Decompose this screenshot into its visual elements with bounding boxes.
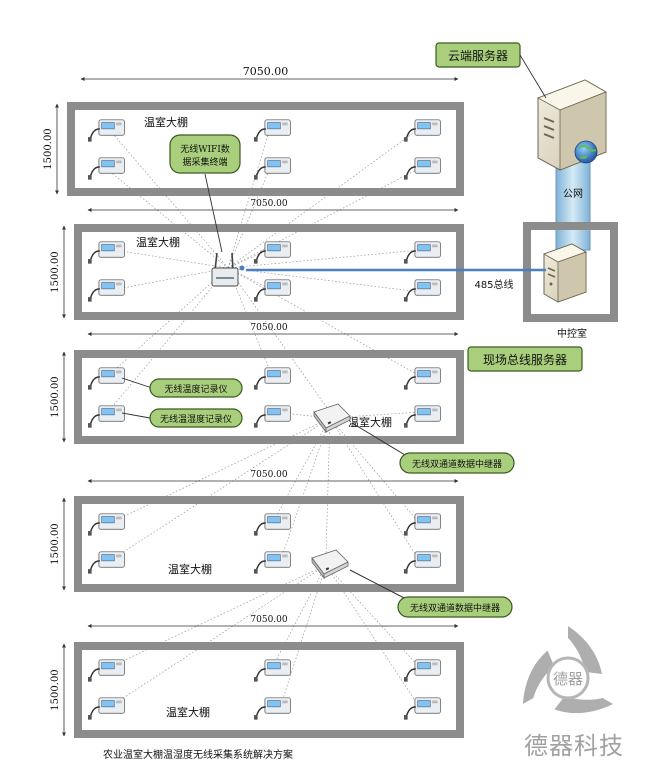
temp-humidity-sensor-icon <box>404 659 442 682</box>
temp-humidity-sensor-icon <box>254 367 292 390</box>
site-server-callout: 现场总线服务器 <box>467 346 583 372</box>
temp-humidity-sensor-icon <box>88 241 126 264</box>
public-network-pipe <box>555 159 591 251</box>
temp-humidity-sensor-icon <box>254 513 292 536</box>
greenhouse-wall <box>74 642 464 738</box>
repeater-callout-1: 无线双通道数据中继器 <box>351 422 515 474</box>
width-dimension-label: 7050.00 <box>243 65 289 78</box>
temp-humidity-sensor-icon <box>404 279 442 302</box>
temp-humidity-sensor-icon <box>404 405 442 428</box>
temp-humidity-sensor-icon <box>254 659 292 682</box>
control-room-label: 中控室 <box>557 327 587 340</box>
brand-logo-mark: 德器 <box>522 626 614 714</box>
globe-icon <box>574 140 598 164</box>
svg-text:德器: 德器 <box>553 670 583 688</box>
temp-humidity-sensor-icon <box>88 697 126 720</box>
temp-humidity-recorder-callout: 无线温湿度记录仪 <box>121 408 243 428</box>
rs485-bus-label: 485总线 <box>474 278 513 291</box>
temp-humidity-sensor-icon <box>88 551 126 574</box>
svg-text:无线温湿度记录仪: 无线温湿度记录仪 <box>160 413 232 425</box>
temp-humidity-sensor-icon <box>88 659 126 682</box>
greenhouse-name: 温室大棚 <box>348 415 392 429</box>
svg-text:无线温度记录仪: 无线温度记录仪 <box>164 383 227 395</box>
repeater-icon <box>311 549 349 579</box>
wifi-terminal-label-line1: 无线WIFI数 <box>180 143 230 155</box>
greenhouse: 7050.00 1500.00 温室大棚 <box>50 470 464 592</box>
height-dimension-label: 1500.00 <box>50 669 61 710</box>
temp-humidity-sensor-icon <box>88 367 126 390</box>
temp-humidity-sensor-icon <box>404 551 442 574</box>
cloud-server-icon <box>537 79 607 171</box>
repeater-icon <box>313 403 351 433</box>
greenhouse-wall <box>67 102 464 196</box>
brand-name: 德器科技 <box>524 732 624 760</box>
width-dimension-label: 7050.00 <box>250 199 287 209</box>
wifi-terminal-label-line2: 据采集终端 <box>182 156 227 168</box>
temp-humidity-sensor-icon <box>254 697 292 720</box>
wifi-terminal-callout: 无线WIFI数 据采集终端 <box>169 134 241 253</box>
temp-humidity-sensor-icon <box>404 697 442 720</box>
greenhouse-name: 温室大棚 <box>168 562 212 576</box>
temp-humidity-sensor-icon <box>404 119 442 142</box>
temp-humidity-sensor-icon <box>254 157 292 180</box>
diagram-caption: 农业温室大棚温湿度无线采集系统解决方案 <box>103 748 293 761</box>
repeater-callout-2: 无线双通道数据中继器 <box>349 569 513 618</box>
temp-humidity-sensor-icon <box>254 551 292 574</box>
temp-humidity-sensor-icon <box>254 241 292 264</box>
greenhouse-name: 温室大棚 <box>144 115 188 129</box>
greenhouse: 7050.00 1500.00 温室大棚 <box>50 615 464 738</box>
width-dimension-label: 7050.00 <box>250 615 287 625</box>
temp-recorder-callout: 无线温度记录仪 <box>121 377 243 398</box>
public-network-label: 公网 <box>563 188 583 200</box>
temp-humidity-sensor-icon <box>88 405 126 428</box>
site-server-icon <box>543 243 587 303</box>
temp-humidity-sensor-icon <box>88 279 126 302</box>
svg-text:云端服务器: 云端服务器 <box>448 48 508 63</box>
temp-humidity-sensor-icon <box>88 119 126 142</box>
height-dimension-label: 1500.00 <box>50 251 61 292</box>
svg-text:无线双通道数据中继器: 无线双通道数据中继器 <box>410 602 500 614</box>
svg-text:无线双通道数据中继器: 无线双通道数据中继器 <box>412 458 502 470</box>
height-dimension-label: 1500.00 <box>43 128 54 169</box>
temp-humidity-sensor-icon <box>88 513 126 536</box>
width-dimension-label: 7050.00 <box>250 470 287 480</box>
width-dimension-label: 7050.00 <box>250 323 287 333</box>
wifi-terminal-icon <box>211 252 245 287</box>
temp-humidity-sensor-icon <box>254 119 292 142</box>
control-room-group: 公网 中控室 485总线 <box>246 42 618 372</box>
svg-text:现场总线服务器: 现场总线服务器 <box>483 352 567 367</box>
height-dimension-label: 1500.00 <box>50 523 61 564</box>
greenhouse: 7050.00 1500.00 温室大棚 <box>43 65 464 196</box>
height-dimension-label: 1500.00 <box>50 376 61 417</box>
greenhouse-name: 温室大棚 <box>166 705 210 719</box>
greenhouse: 7050.00 1500.00 温室大棚 <box>50 199 464 320</box>
greenhouse-wall <box>74 350 464 444</box>
temp-humidity-sensor-icon <box>254 405 292 428</box>
greenhouse: 7050.00 1500.00 温室大棚 <box>50 323 464 444</box>
temp-humidity-sensor-icon <box>254 279 292 302</box>
greenhouses: 7050.001500.00温室大棚7050.001500.00温室大棚7050… <box>43 65 464 738</box>
greenhouse-wall <box>74 496 464 592</box>
temp-humidity-sensor-icon <box>404 157 442 180</box>
temp-humidity-sensor-icon <box>404 241 442 264</box>
cloud-server-callout: 云端服务器 <box>435 42 547 99</box>
temp-humidity-sensor-icon <box>404 513 442 536</box>
brand-logo: 德器 德器科技 <box>522 626 624 760</box>
temp-humidity-sensor-icon <box>404 367 442 390</box>
greenhouse-name: 温室大棚 <box>136 235 180 249</box>
temp-humidity-sensor-icon <box>88 157 126 180</box>
